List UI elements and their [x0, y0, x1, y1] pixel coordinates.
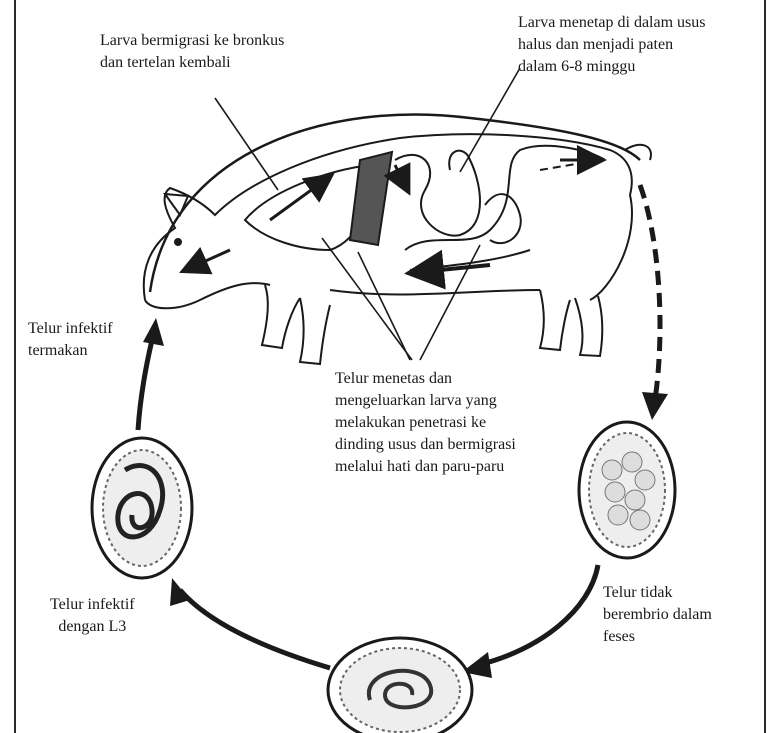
pointer-hatch-3 [420, 245, 480, 360]
egg-unembryonated [579, 422, 675, 558]
label-infective-l3: Telur infektif dengan L3 [50, 594, 135, 638]
label-migrate-bronchus: Larva bermigrasi ke bronkus dan tertelan… [100, 30, 284, 74]
cycle-arrow-to-feces-egg [640, 185, 660, 400]
egg-infective-l3 [92, 438, 192, 578]
label-hatch-migrate: Telur menetas dan mengeluarkan larva yan… [335, 368, 516, 478]
arrowhead-feces [642, 392, 668, 420]
arrowhead-infective [170, 578, 190, 606]
egg-embryonating [328, 638, 472, 733]
arrowhead-ingestion [143, 318, 164, 346]
pointer-hatch-2 [322, 238, 412, 360]
internal-arrow-stomach [395, 165, 405, 185]
cycle-arrow-to-embryonating [478, 565, 598, 665]
internal-arrow-trachea [190, 250, 230, 268]
cycle-arrow-to-ingestion [138, 340, 152, 430]
label-unembryonated: Telur tidak berembrio dalam feses [603, 582, 712, 648]
label-settle-intestine: Larva menetap di dalam usus halus dan me… [518, 12, 706, 78]
pointer-intestine [460, 68, 520, 172]
label-eggs-ingested: Telur infektif termakan [28, 318, 113, 362]
pointer-hatch-1 [358, 252, 410, 360]
cycle-arrow-to-infective [180, 590, 330, 668]
